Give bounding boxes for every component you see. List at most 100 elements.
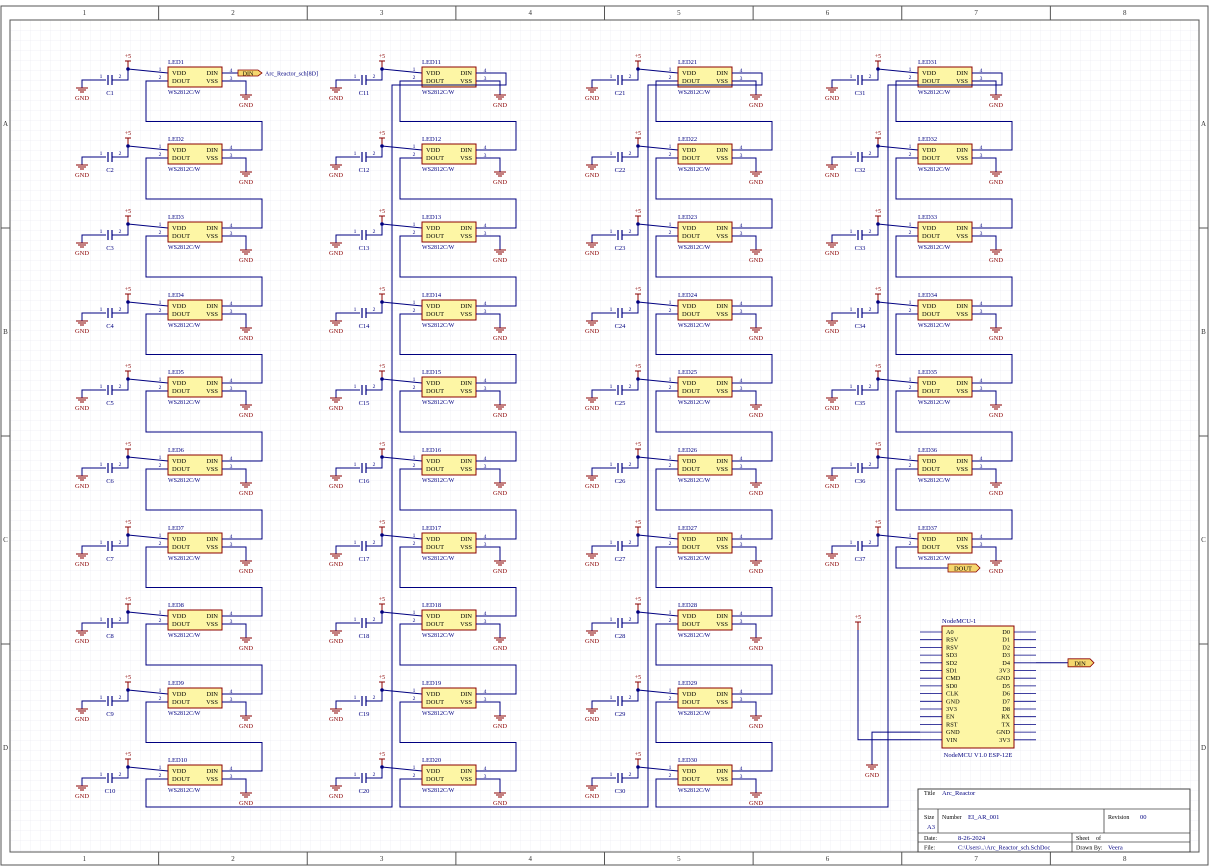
power-label: +5 [875, 287, 881, 293]
pin-number: 1 [413, 222, 416, 228]
wire [637, 534, 679, 540]
led-part-number: WS2812C/W [918, 167, 951, 173]
gnd-label: GND [75, 250, 89, 257]
pin-name-vss: VSS [460, 544, 472, 551]
pin-name-dout: DOUT [682, 78, 700, 85]
tb-revision: 00 [1140, 814, 1147, 821]
pin-number: 3 [740, 309, 743, 315]
pin-number: 1 [909, 222, 912, 228]
led-part-number: WS2812C/W [678, 478, 711, 484]
wire [831, 467, 856, 476]
led-part-number: WS2812C/W [422, 478, 455, 484]
pin-number: 1 [354, 617, 357, 623]
pin-number: 4 [980, 301, 983, 307]
pin-number: 1 [610, 540, 613, 546]
led-ref: LED20 [422, 757, 441, 764]
wire [895, 468, 1013, 540]
pin-name-vss: VSS [206, 466, 218, 473]
wire [877, 534, 919, 540]
pin-number: 4 [230, 611, 233, 617]
pin-number: 4 [230, 766, 233, 772]
pin-number: 1 [610, 151, 613, 157]
led-body [421, 376, 477, 398]
wire [222, 390, 247, 405]
wire [895, 80, 1013, 151]
zone-col-label-top: 2 [231, 9, 235, 17]
pin-number: 2 [373, 617, 376, 623]
wire [655, 623, 773, 695]
pin-number: 2 [159, 696, 162, 702]
wire [895, 313, 1013, 384]
pin-name-din: DIN [716, 691, 728, 698]
pin-number: 2 [119, 695, 122, 701]
wire [732, 778, 757, 793]
gnd-label: GND [749, 645, 763, 652]
led-body [917, 299, 973, 321]
pin-name-vdd: VDD [426, 613, 440, 620]
led-body [421, 532, 477, 554]
zone-col-label-bottom: 1 [83, 855, 87, 863]
pin-name-vss: VSS [716, 311, 728, 318]
pin-number: 3 [980, 231, 983, 237]
capacitor-ref: C19 [359, 711, 370, 718]
tb-number-label: Number [942, 815, 962, 821]
capacitor-ref: C36 [855, 478, 867, 485]
pin-name-vdd: VDD [426, 70, 440, 77]
tb-date-label: Date: [924, 836, 937, 842]
pin-name-din: DIN [206, 225, 218, 232]
gnd-label: GND [585, 172, 599, 179]
led-part-number: WS2812C/W [422, 323, 455, 329]
pin-number: 1 [100, 540, 103, 546]
pin-number: 1 [413, 377, 416, 383]
zone-col-label-bottom: 6 [826, 855, 830, 863]
pin-number: 1 [669, 455, 672, 461]
pin-name-vss: VSS [716, 544, 728, 551]
led-part-number: WS2812C/W [422, 245, 455, 251]
tb-date: 8-26-2024 [958, 835, 986, 842]
gnd-label: GND [749, 568, 763, 575]
pin-name-vdd: VDD [426, 225, 440, 232]
pin-number: 2 [119, 229, 122, 235]
pin-name-vdd: VDD [682, 691, 696, 698]
wire [591, 467, 616, 476]
pin-number: 3 [484, 309, 487, 315]
pin-number: 1 [610, 229, 613, 235]
pin-name-vdd: VDD [682, 613, 696, 620]
pin-number: 2 [669, 152, 672, 158]
wire [81, 389, 106, 398]
pin-name-vdd: VDD [172, 147, 186, 154]
pin-name-dout: DOUT [172, 544, 190, 551]
gnd-label: GND [749, 490, 763, 497]
wire [81, 234, 106, 243]
pin-name-dout: DOUT [172, 776, 190, 783]
pin-number: 3 [740, 619, 743, 625]
zone-col-label-top: 5 [677, 9, 681, 17]
power-label: +5 [875, 209, 881, 215]
pin-number: 3 [230, 542, 233, 548]
tb-size-label: Size [924, 815, 935, 821]
led-ref: LED3 [168, 214, 184, 221]
pin-number: 3 [740, 542, 743, 548]
wire [877, 301, 919, 307]
gnd-label: GND [239, 645, 253, 652]
wire [591, 545, 616, 554]
pin-name-dout: DOUT [682, 776, 700, 783]
pin-number: 1 [610, 462, 613, 468]
wire [222, 623, 247, 638]
wire [81, 545, 106, 554]
pin-number: 3 [230, 153, 233, 159]
wire [222, 157, 247, 172]
pin-number: 2 [909, 541, 912, 547]
gnd-label: GND [239, 335, 253, 342]
junction-dot [126, 144, 130, 148]
led-body [167, 299, 223, 321]
pin-number: 2 [119, 617, 122, 623]
